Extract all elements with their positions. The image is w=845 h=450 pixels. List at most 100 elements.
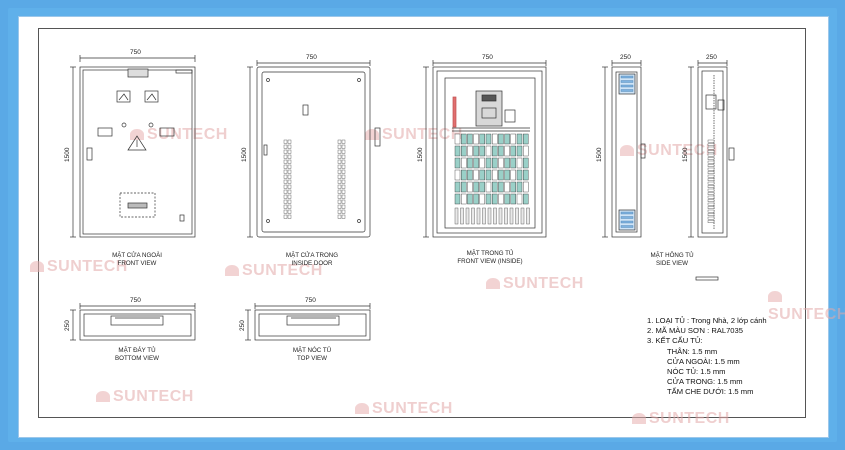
breaker-module [523,145,529,157]
terminal-block [707,160,715,164]
breaker-module [485,169,492,181]
breaker-cutout [341,164,346,169]
side-width-dim-2: 250 [706,54,717,61]
breaker-module [510,181,516,193]
front-height-dim: 1500 [64,147,71,162]
breaker-module [467,157,473,169]
terminal-block [707,146,715,150]
vent-slot [620,216,634,219]
watermark-text: SUNTECH [649,410,730,427]
breaker-module [473,169,479,181]
front-inside-drawing [423,60,547,238]
busbar-terminal [465,207,470,225]
busbar-terminal [509,207,514,225]
breaker-module [479,145,485,157]
vent-slot [620,225,634,228]
breaker-cutout [283,169,288,174]
breaker-cutout [341,209,346,214]
breaker-module [498,169,504,181]
vent-slot [620,84,634,88]
breaker-module [510,169,516,181]
busbar-terminal [482,207,486,225]
breaker-module [516,157,523,169]
suntech-logo-icon [365,129,379,141]
breaker-module [467,133,473,145]
suntech-logo-icon [130,129,144,141]
busbar-terminal [454,207,459,225]
breaker-cutout [283,164,288,169]
terminal-block [707,199,715,202]
breaker-cutout [283,209,288,214]
breaker-module [461,193,467,205]
breaker-module [485,193,492,205]
terminal-block [707,195,715,199]
breaker-cutout [341,179,346,184]
breaker-cutout [337,164,342,169]
front-view-drawing [70,55,196,238]
breaker-cutout [287,144,292,149]
breaker-cutout [283,199,288,204]
breaker-cutout [337,209,342,214]
busbar-terminal [498,207,503,225]
breaker-module [454,145,461,157]
breaker-cutout [341,159,346,164]
breaker-module [498,133,504,145]
breaker-cutout [341,184,346,189]
bottom-height-dim: 250 [64,320,71,331]
breaker-module [485,181,492,193]
breaker-module [523,133,529,145]
breaker-cutout [283,204,288,209]
breaker-module [479,133,485,145]
breaker-module [467,181,473,193]
side-height-dim: 1500 [596,147,603,162]
watermark: SUNTECH [355,400,453,418]
terminal-block [707,216,715,220]
terminal-block [707,192,715,195]
suntech-logo-icon [96,391,110,403]
terminal-block [707,188,715,192]
breaker-module [454,169,461,181]
suntech-logo-icon [486,278,500,290]
breaker-module [516,169,523,181]
drawing-sheet [18,16,829,438]
breaker-module [473,157,479,169]
breaker-cutout [341,199,346,204]
terminal-block [707,164,715,167]
breaker-cutout [283,139,288,144]
terminal-block [707,174,715,178]
breaker-module [479,181,485,193]
side-width-dim: 250 [620,54,631,61]
breaker-cutout [283,144,288,149]
front-inside-title: MẶT TRONG TỦ [466,250,514,257]
breaker-module [492,133,498,145]
breaker-module [454,193,461,205]
terminal-block [707,213,715,216]
terminal-block [707,185,715,188]
busbar-terminal [460,207,464,225]
breaker-cutout [287,154,292,159]
breaker-module [516,193,523,205]
breaker-cutout [341,154,346,159]
top-view-caption: MẶT NÓC TỦ TOP VIEW [272,347,352,363]
busbar-terminal [487,207,492,225]
top-height-dim: 250 [239,320,246,331]
watermark-text: SUNTECH [113,388,194,405]
note-line: 3. KẾT CẤU TỦ: [647,336,703,346]
watermark: SUNTECH [30,258,128,276]
breaker-cutout [287,184,292,189]
breaker-module [516,145,523,157]
breaker-module [473,133,479,145]
breaker-cutout [341,194,346,199]
suntech-logo-icon [620,145,634,157]
front-inside-subtitle: FRONT VIEW (INSIDE) [457,258,523,265]
breaker-cutout [287,164,292,169]
breaker-cutout [287,204,292,209]
breaker-cutout [337,139,342,144]
watermark: SUNTECH [225,262,323,280]
busbar-terminal [504,207,508,225]
watermark: SUNTECH [486,275,584,293]
breaker-module [461,169,467,181]
side-view-title: MẶT HÔNG TỦ [650,252,694,259]
front-width-dim: 750 [130,49,141,56]
